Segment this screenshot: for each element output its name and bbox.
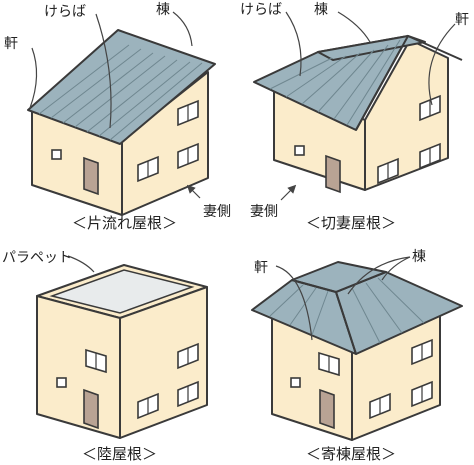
window — [56, 377, 67, 388]
leader-line — [172, 11, 193, 47]
house-hip-roof — [251, 261, 463, 441]
house-flat-roof — [36, 264, 208, 439]
door — [325, 154, 341, 194]
window — [419, 142, 441, 170]
window — [318, 351, 340, 377]
window — [177, 342, 199, 370]
leader-line — [347, 256, 411, 295]
caption-yosemune: ＜寄棟屋根＞ — [306, 445, 396, 463]
door — [319, 388, 335, 430]
roof-lines — [269, 39, 401, 126]
leader-line — [428, 23, 456, 106]
leader-line — [285, 11, 302, 77]
window — [294, 145, 305, 156]
door — [83, 388, 99, 430]
label-noki: 軒 — [254, 260, 268, 276]
window — [411, 380, 433, 408]
window — [290, 377, 301, 388]
label-tsumagawa: 妻側 — [250, 204, 278, 220]
leader-line — [275, 265, 313, 341]
roof-lines — [269, 277, 425, 344]
leader-line — [29, 47, 38, 109]
window — [51, 149, 62, 160]
window — [177, 99, 199, 127]
house-shed-roof — [27, 29, 216, 216]
label-tsumagawa: 妻側 — [203, 204, 231, 220]
window — [369, 392, 391, 420]
flat-roof-surface — [49, 269, 195, 314]
label-noki: 軒 — [4, 36, 18, 52]
label-keraba: けらば — [240, 2, 282, 18]
label-keraba: けらば — [44, 4, 86, 20]
window — [177, 380, 199, 408]
label-mune: 棟 — [156, 2, 170, 18]
window — [177, 142, 199, 170]
roof-lines — [38, 44, 203, 141]
label-noki: 軒 — [455, 12, 469, 28]
label-mune: 棟 — [412, 249, 426, 265]
window — [137, 155, 159, 183]
gable-edge — [355, 34, 463, 131]
label-parapet: パラペット — [2, 250, 72, 266]
leader-line — [67, 255, 95, 273]
door — [83, 156, 99, 196]
caption-kirizuma: ＜切妻屋根＞ — [306, 214, 396, 232]
caption-katanagare: ＜片流れ屋根＞ — [72, 214, 177, 232]
window — [85, 348, 107, 374]
house-gable-roof — [253, 34, 463, 194]
shed-roof — [27, 29, 216, 145]
leader-arrow — [280, 184, 297, 201]
front-wall — [36, 295, 121, 439]
window — [411, 338, 433, 366]
window — [419, 94, 441, 122]
label-mune: 棟 — [314, 2, 328, 18]
window — [137, 392, 159, 420]
caption-rokuyane: ＜陸屋根＞ — [82, 445, 157, 463]
leader-arrow — [186, 184, 201, 199]
hip-ridge — [335, 291, 357, 355]
leader-line — [95, 13, 112, 129]
leader-line — [337, 11, 371, 43]
leader-line — [381, 256, 411, 281]
window — [377, 157, 399, 185]
